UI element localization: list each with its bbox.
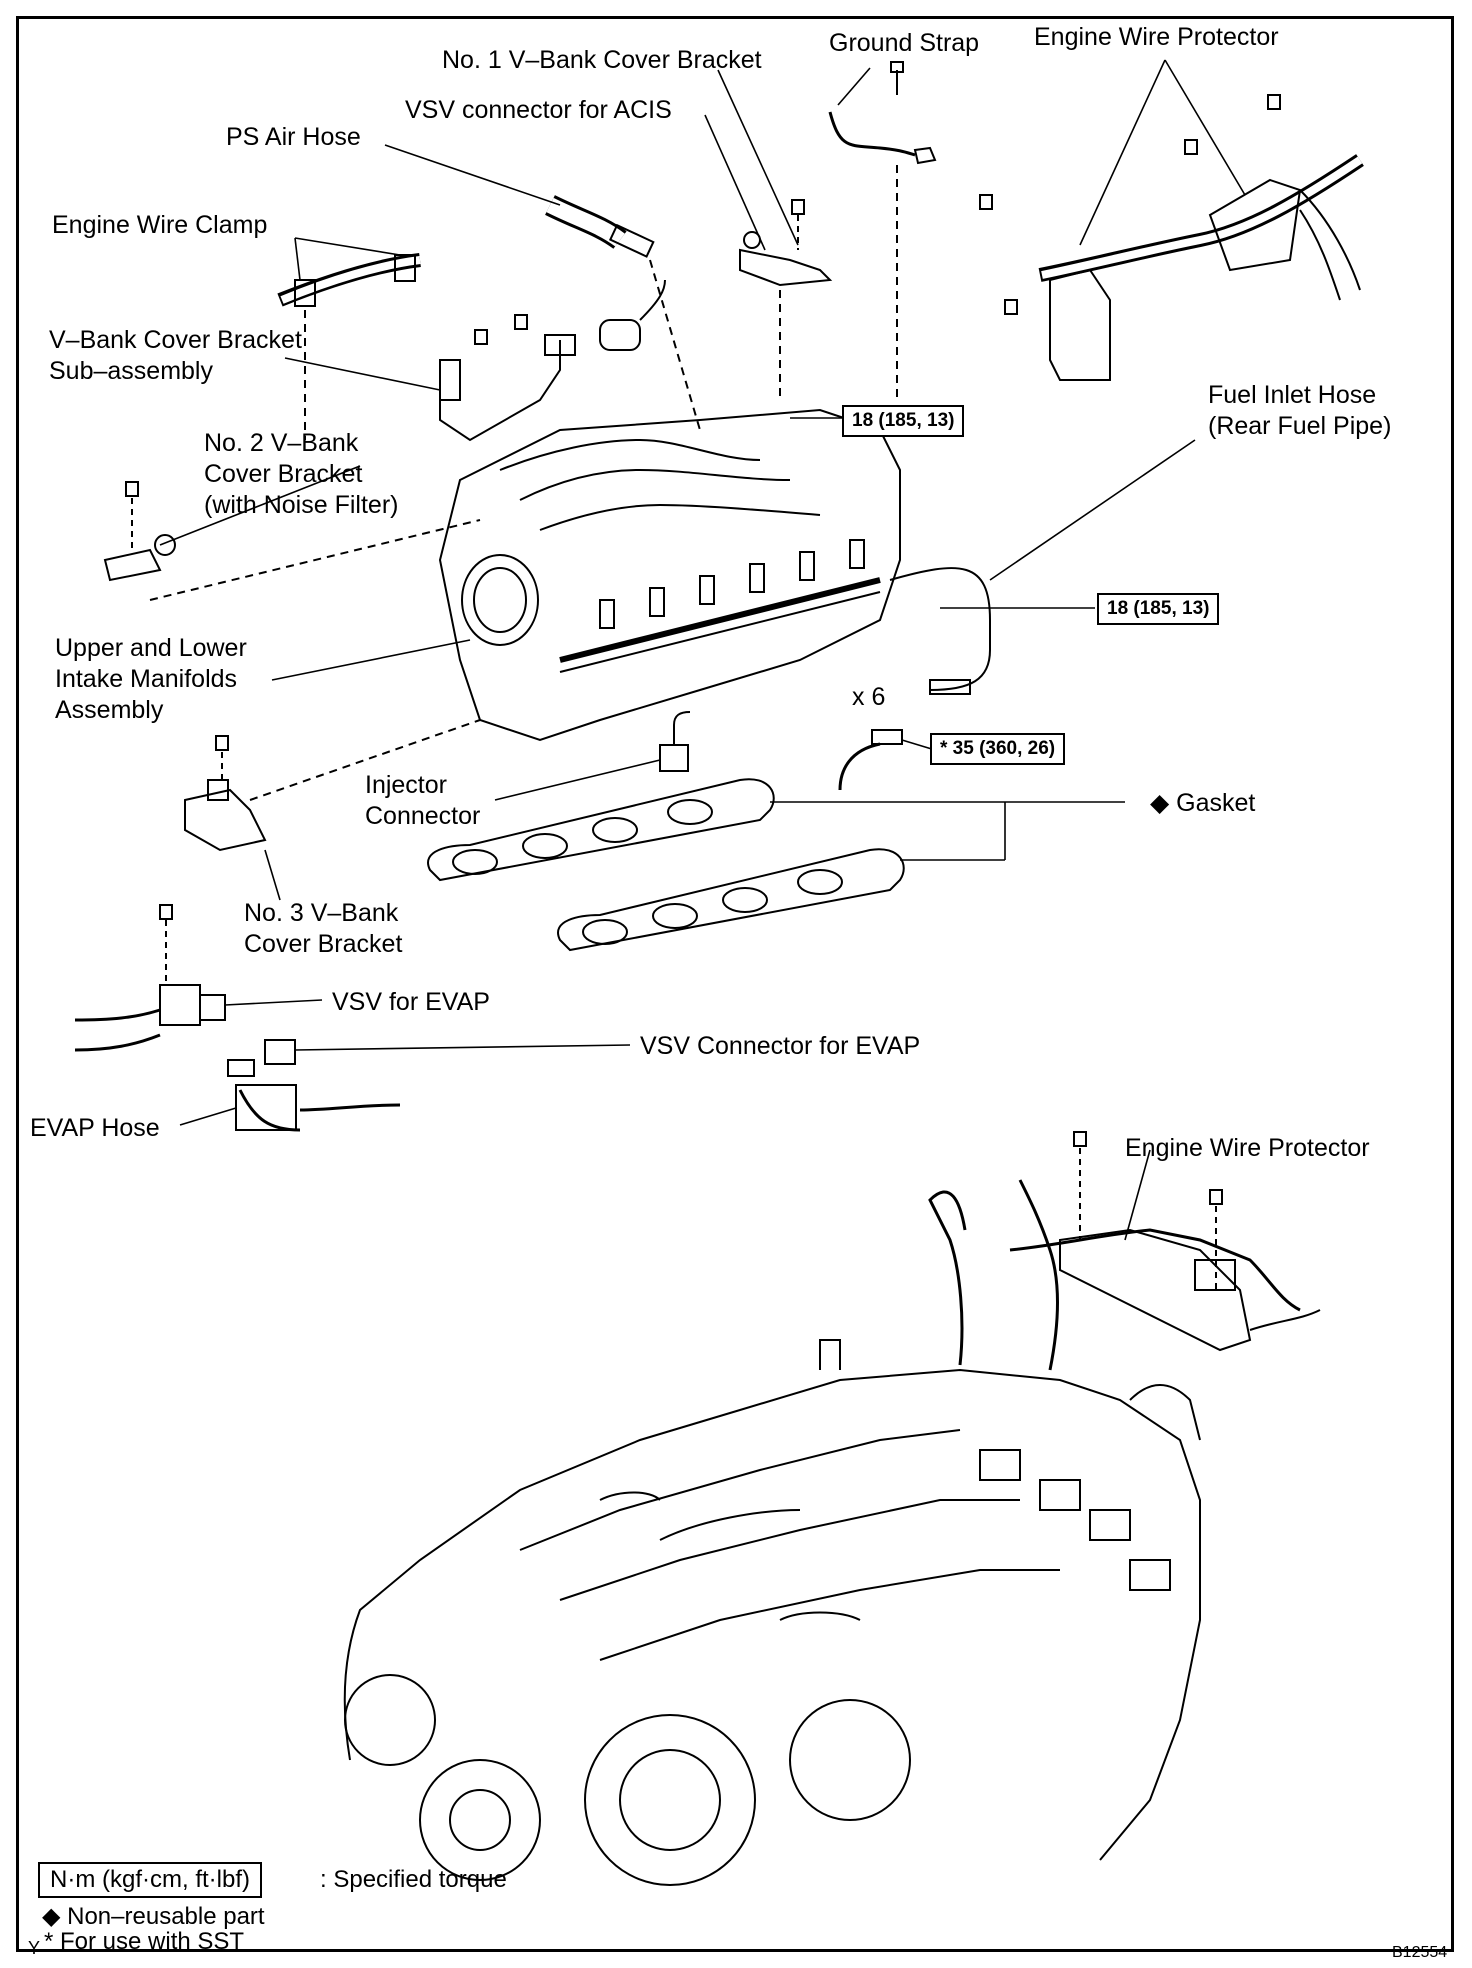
label-no1-vbank-cover-bracket: No. 1 V–Bank Cover Bracket [442, 46, 762, 74]
no1-bracket-art [739, 199, 833, 400]
vbank-bracket-sub-art [439, 279, 666, 442]
label-injector-connector: Injector Connector [365, 771, 481, 830]
legend-sst: * For use with SST [44, 1928, 245, 1955]
ground-strap-art [828, 61, 937, 400]
legend-non-reusable: ◆ Non–reusable part [42, 1903, 265, 1930]
torque-box-3: * 35 (360, 26) [930, 733, 1066, 765]
vsv-evap-art [74, 904, 401, 1132]
no3-bracket-art [184, 719, 481, 852]
label-vsv-connector-evap: VSV Connector for EVAP [640, 1032, 921, 1060]
label-evap-hose: EVAP Hose [30, 1114, 160, 1142]
label-engine-wire-protector-bottom: Engine Wire Protector [1125, 1134, 1370, 1162]
label-x6: x 6 [852, 683, 886, 711]
gasket-art [427, 778, 905, 952]
engine-wire-protector-bottom-art [1009, 1131, 1321, 1352]
ps-air-hose-art [545, 195, 701, 431]
label-engine-wire-clamp: Engine Wire Clamp [52, 211, 268, 239]
torque-box-2: 18 (185, 13) [1097, 593, 1220, 625]
label-manifolds: Upper and Lower Intake Manifolds Assembl… [55, 634, 247, 724]
label-engine-wire-protector-top: Engine Wire Protector [1034, 23, 1279, 51]
injector-connector-art [659, 711, 691, 772]
torque-box-1: 18 (185, 13) [842, 405, 965, 437]
legend-unit-box: N·m (kgf·cm, ft·lbf) [38, 1862, 262, 1898]
intake-manifold-art [438, 408, 991, 791]
legend-unit-desc: : Specified torque [320, 1866, 507, 1893]
label-ground-strap: Ground Strap [829, 29, 980, 57]
diagram-frame [16, 16, 1454, 1952]
label-no3-vbank-cover-bracket: No. 3 V–Bank Cover Bracket [244, 899, 403, 958]
label-vbank-cover-bracket-sub: V–Bank Cover Bracket Sub–assembly [49, 326, 302, 385]
no2-bracket-art [103, 481, 481, 601]
label-no2-vbank-cover-bracket: No. 2 V–Bank Cover Bracket (with Noise F… [204, 429, 399, 519]
label-vsv-evap: VSV for EVAP [332, 988, 490, 1016]
label-gasket: ◆ Gasket [1150, 789, 1256, 817]
label-vsv-connector-acis: VSV connector for ACIS [405, 96, 672, 124]
engine-wire-clamp-art [277, 253, 421, 440]
label-fuel-inlet-hose: Fuel Inlet Hose (Rear Fuel Pipe) [1208, 381, 1392, 440]
leader-lines [159, 59, 1246, 1241]
engine-block-art [343, 1179, 1201, 1886]
document-id: B12554 [1392, 1944, 1448, 1961]
label-ps-air-hose: PS Air Hose [226, 123, 361, 151]
legend-sst-marker: Y [28, 1938, 41, 1958]
engine-wire-protector-top-art [979, 94, 1364, 381]
